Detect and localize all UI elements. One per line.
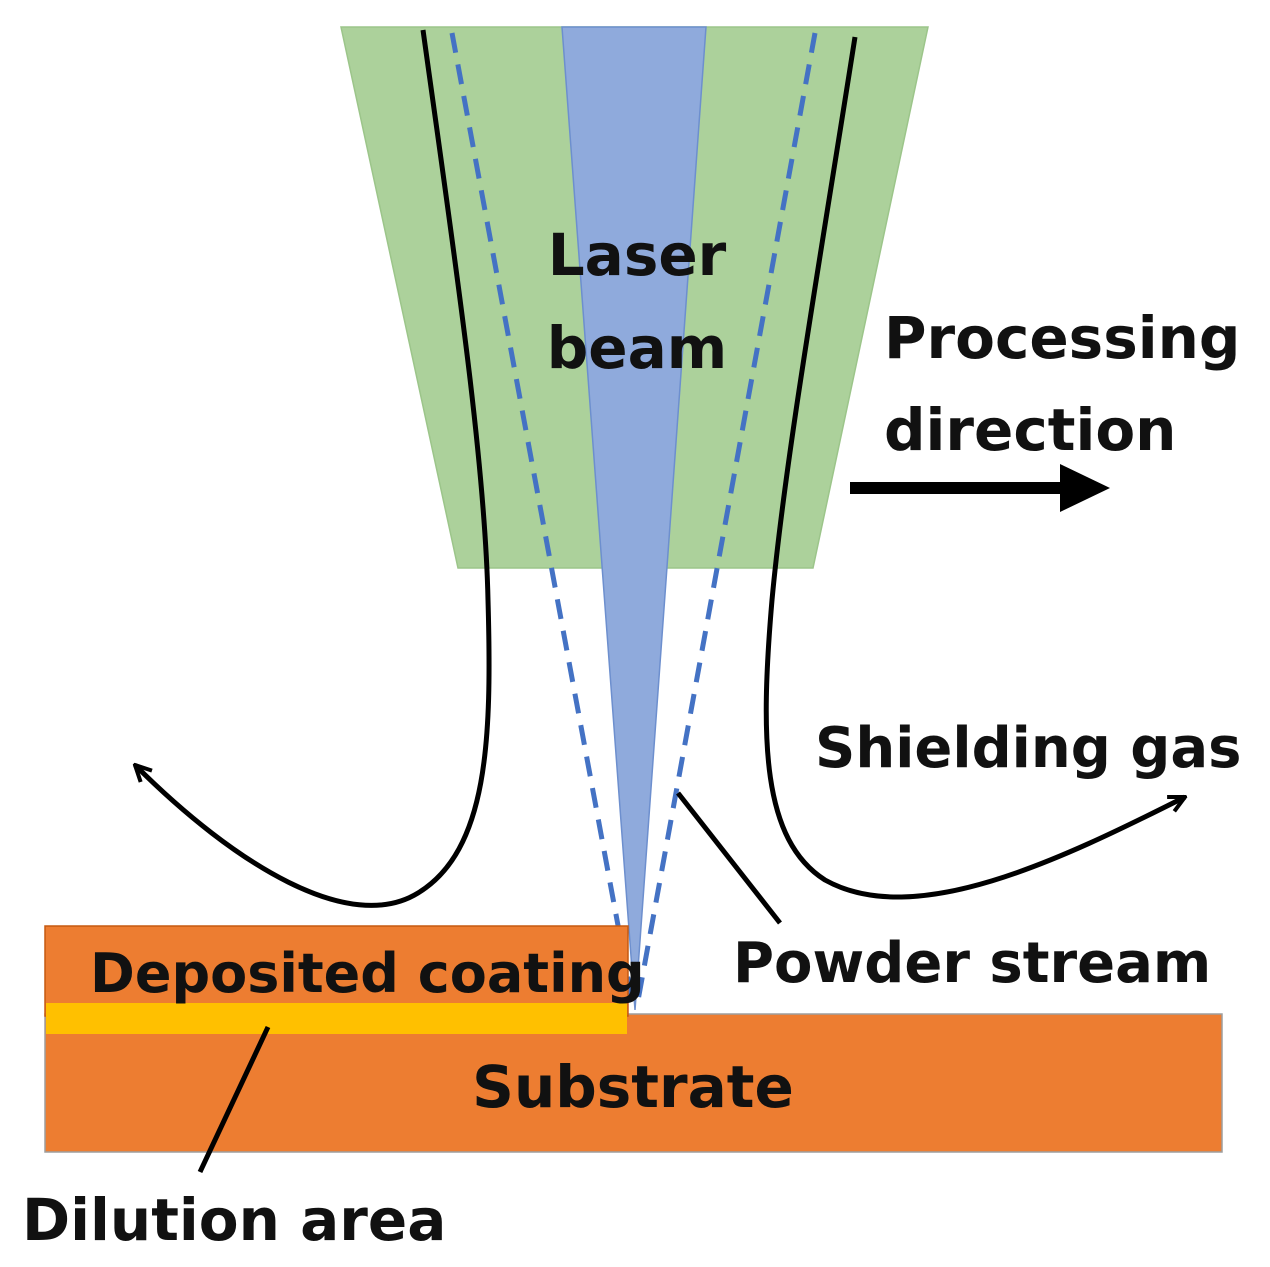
- dilution-area-leader: [197, 1025, 271, 1174]
- shielding-gas-right-flow: [763, 36, 1185, 900]
- processing-direction-label-line1: Processing: [884, 304, 1240, 372]
- shielding-gas-label: Shielding gas: [815, 716, 1242, 781]
- processing-direction-arrowhead: [1060, 464, 1110, 512]
- deposited-coating-label: Deposited coating: [90, 942, 645, 1005]
- powder-stream-left: [449, 32, 636, 1007]
- laser-beam-label-line1: Laser: [548, 221, 727, 289]
- processing-direction-label-line2: direction: [884, 396, 1176, 464]
- powder-stream-leader: [676, 791, 782, 925]
- powder-stream-right: [634, 32, 818, 1007]
- dilution-area-strip: [46, 1003, 627, 1034]
- laser-beam-label-line2: beam: [547, 314, 727, 382]
- shielding-gas-left-flow: [135, 29, 492, 908]
- dilution-area-label: Dilution area: [22, 1186, 446, 1254]
- laser-beam: [561, 26, 707, 1011]
- substrate-label: Substrate: [472, 1053, 794, 1121]
- powder-stream-label: Powder stream: [733, 931, 1211, 996]
